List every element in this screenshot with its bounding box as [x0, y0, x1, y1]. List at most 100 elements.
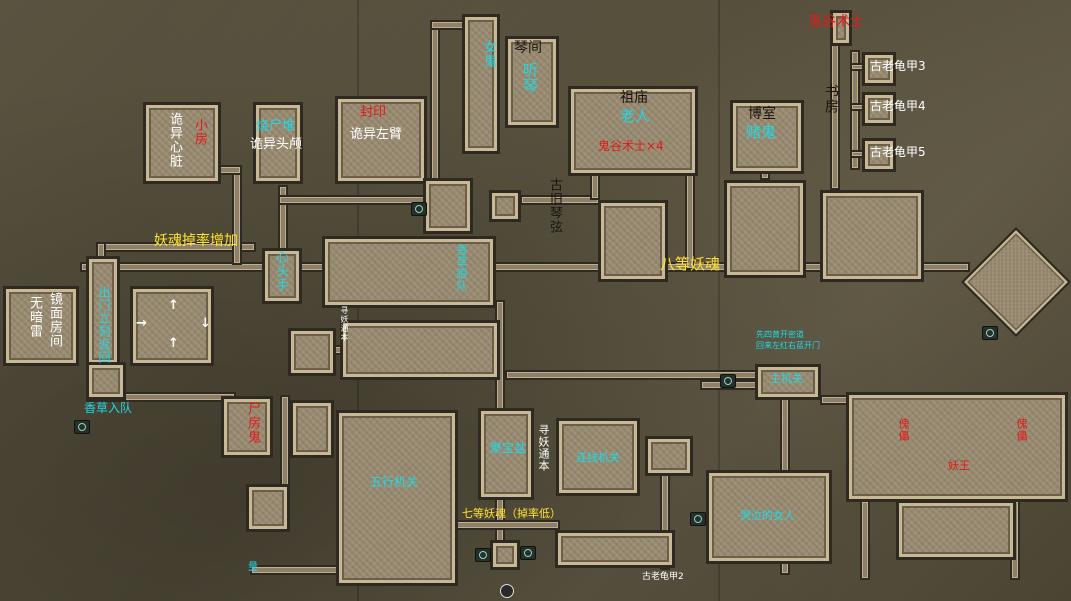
gambling-ghost-label: 赌鬼: [746, 123, 777, 141]
herb-team-hall: [322, 236, 496, 308]
small-hub: [489, 190, 521, 222]
weird-left-arm-label: 诡异左臂: [350, 127, 403, 142]
small-room-red-label: 小房: [192, 118, 207, 146]
small-room: [645, 436, 693, 476]
boss-right-label: 傀儡: [1015, 418, 1028, 442]
crying-woman-room: [706, 470, 832, 564]
corpse-pile-label: 烧尸堆: [256, 119, 296, 134]
seek-passage-label-2: 寻妖通本: [537, 424, 550, 472]
map-seam: [718, 0, 720, 601]
corridor: [860, 500, 870, 580]
corpse-ghost-label: 尸房鬼: [245, 402, 260, 444]
turtle5-room: [862, 138, 896, 172]
hint-line2-label: 回来左红右蓝开门: [756, 341, 820, 350]
five-elements-room: [336, 410, 458, 586]
boss-hall: [846, 392, 1068, 502]
door-icon[interactable]: [690, 512, 706, 526]
turtle2-room: [555, 530, 675, 568]
study-label: 书房: [823, 84, 839, 114]
seek-passage-label: 寻妖通本: [340, 306, 349, 342]
arrow-up-icon: ↑: [168, 336, 179, 351]
no-dark-thunder-label: 无暗雷: [27, 296, 42, 338]
five-elements-label: 五行机关: [370, 475, 419, 489]
heart-hand-label: 心头手: [273, 250, 288, 292]
boss-hall-lower: [896, 500, 1016, 560]
small-room: [288, 328, 336, 376]
boss-left-label: 傀儡: [897, 418, 910, 442]
arrow-right-icon: →: [136, 316, 147, 331]
door-icon[interactable]: [520, 546, 536, 560]
head-room: [253, 102, 303, 184]
turtle4-room: [862, 92, 896, 126]
turtle5-label: 古老龟甲5: [870, 145, 926, 159]
treasure-basin-label: 聚宝盆: [490, 441, 527, 455]
arrow-down-icon: ↓: [200, 316, 211, 331]
ancestral-label: 祖庙: [620, 90, 648, 106]
door-icon[interactable]: [411, 202, 427, 216]
long-corridor-room: [340, 320, 500, 380]
female-ghost-label: 女鬼: [481, 40, 496, 68]
corridor: [440, 520, 560, 530]
turtle4-label: 古老龟甲4: [870, 99, 926, 113]
main-mech-room: [755, 364, 821, 400]
herb-join-label: 香草入队: [84, 401, 133, 415]
left-arm-red-label: 封印: [360, 105, 387, 120]
crying-woman-label: 哭泣的女人: [740, 509, 795, 522]
eighth-soul-label: 八等妖魂: [660, 255, 721, 273]
seventh-soul-label: 七等妖魂（掉率低）: [462, 507, 561, 520]
exit-corridor-room: [86, 256, 120, 366]
mirror-room: [3, 286, 79, 366]
arrow-up-icon: ↑: [168, 298, 179, 313]
turtle3-room: [862, 52, 896, 86]
old-strings-label: 古旧琴弦: [547, 178, 562, 234]
corridor: [250, 565, 350, 575]
small-mark-label: 量: [248, 562, 258, 573]
temple-annex: [598, 200, 668, 282]
door-icon[interactable]: [720, 374, 736, 388]
study-hall: [820, 190, 924, 282]
small-room: [246, 484, 290, 532]
heart-label: 诡异心脏: [167, 112, 182, 168]
small-room: [290, 400, 334, 458]
weird-head-label: 诡异头颅: [250, 137, 303, 152]
entrance-room: [490, 540, 520, 570]
gambling-room: [730, 100, 804, 174]
gambling-hall: [724, 180, 806, 278]
old-man-label: 老人: [620, 107, 651, 125]
listen-piano-label: 听琴: [521, 62, 539, 94]
entrance-portal-icon[interactable]: [500, 584, 514, 598]
gambling-room-label: 博室: [748, 106, 776, 122]
ghost-master-room: [830, 10, 852, 46]
ancestral-temple: [568, 86, 698, 176]
door-icon[interactable]: [475, 548, 491, 562]
heart-hand-room: [262, 248, 302, 304]
main-mech-label: 主机关: [770, 372, 803, 385]
left-arm-room: [335, 96, 427, 184]
turtle2-label: 古老龟甲2: [642, 572, 684, 582]
arrow-room: [130, 286, 214, 366]
hint-line1-label: 先四黄开密道: [756, 330, 804, 339]
exit-refresh-label: 出门立刻返回: [97, 286, 111, 364]
small-room: [86, 362, 126, 400]
door-icon[interactable]: [74, 420, 90, 434]
piano-room-label: 琴间: [514, 40, 542, 56]
piano-room: [505, 36, 559, 128]
ghost-master-red-label: 鬼谷术士×4: [598, 139, 664, 153]
soul-drop-up-label: 妖魂掉率增加: [154, 233, 238, 249]
corridor: [232, 165, 242, 265]
link-mech-room: [556, 418, 640, 496]
boss-center-label: 妖王: [948, 459, 970, 472]
treasure-basin-room: [478, 408, 534, 500]
door-icon[interactable]: [982, 326, 998, 340]
turtle3-label: 古老龟甲3: [870, 59, 926, 73]
diamond-room: [960, 226, 1071, 338]
small-hub: [423, 178, 473, 234]
corridor: [430, 20, 440, 200]
link-mech-label: 连线机关: [576, 451, 620, 464]
herb-team-label: 香草跟队: [455, 244, 468, 292]
female-ghost-room: [462, 14, 500, 154]
corpse-ghost-room: [221, 396, 273, 458]
heart-room: [143, 102, 221, 184]
mirror-room-label: 镜面房间: [47, 292, 62, 348]
